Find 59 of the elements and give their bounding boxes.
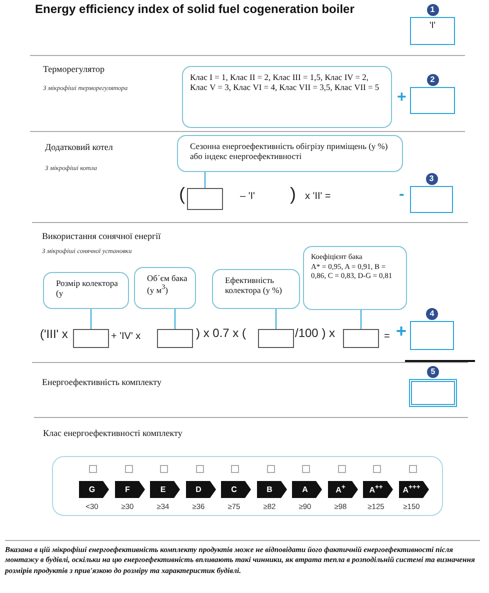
callout-box	[212, 269, 300, 309]
input-box	[73, 329, 109, 348]
formula-text: ('III' x	[40, 327, 68, 341]
leader-line	[204, 172, 206, 188]
formula-text: =	[384, 331, 390, 342]
number-badge: 4	[426, 308, 438, 320]
callout-box	[303, 246, 407, 310]
leader-line	[360, 310, 362, 330]
class-scale-panel	[52, 456, 443, 516]
callout-box	[43, 272, 129, 309]
result-box	[410, 321, 454, 350]
energy-class-tag: D	[186, 481, 216, 498]
input-box	[343, 329, 379, 348]
formula-text: x 'II' =	[305, 191, 331, 202]
section-heading: Терморегулятор	[43, 64, 104, 74]
section-heading: Енергоефективність комплекту	[42, 377, 162, 387]
section-heading: Використання сонячної енергії	[42, 231, 161, 241]
energy-class-tag: E	[150, 481, 180, 498]
callout-text: Сезонна енергоефективність обігрізу приміщень (у %) або індекс енергоефективності	[190, 141, 389, 162]
number-badge: 1	[426, 4, 438, 16]
section-heading: Додатковий котел	[45, 142, 113, 152]
number-badge: 3	[426, 173, 438, 185]
result-box: 'I'	[410, 17, 455, 45]
energy-class-tag: G	[79, 481, 109, 498]
energy-class-tag: A$^{++}$	[363, 481, 393, 498]
plus-sign: +	[396, 322, 407, 340]
input-box	[187, 188, 223, 210]
section-heading: Клас енергоефективності комплекту	[43, 428, 182, 438]
energy-class-tag: A	[292, 481, 322, 498]
energy-class-tag: F	[114, 481, 144, 498]
callout-box	[182, 66, 392, 128]
formula-text: /100 ) x	[295, 326, 336, 340]
title: Energy efficiency index of solid fuel cogeneration boiler	[35, 2, 354, 16]
result-box	[410, 186, 453, 213]
energy-class-tag: A$^{+}$	[328, 481, 358, 498]
plus-sign: +	[397, 90, 406, 106]
input-box	[157, 329, 193, 348]
energy-class-tag: B	[256, 481, 286, 498]
formula-text: + 'IV' x	[111, 331, 141, 342]
leader-line	[90, 308, 92, 330]
input-box	[258, 329, 294, 348]
number-badge: 5	[427, 366, 439, 378]
formula-text: – 'I'	[240, 191, 255, 202]
callout-text: Об΄єм бака (у м$^{3}$)	[147, 273, 188, 296]
number-badge: 2	[426, 74, 438, 86]
formula-text: )	[290, 184, 296, 205]
result-box	[409, 379, 457, 407]
formula-text: ) x 0.7 x (	[196, 326, 246, 340]
callout-text: Ефективність колектора (у %)	[225, 275, 283, 296]
callout-text: Клас I = 1, Клас II = 2, Клас III = 1,5, Клас IV = 2, Клас V = 3, Клас VI = 4, Клас VII = 3,5, Клас VII = 5	[190, 72, 380, 92]
formula-text: (	[179, 184, 185, 205]
callout-text: Розмір колектора (у	[56, 278, 119, 298]
callout-box	[177, 135, 403, 172]
callout-box	[134, 267, 196, 309]
minus-sign: -	[399, 187, 404, 203]
energy-class-tag: C	[221, 481, 251, 498]
energy-class-tag: A$^{+++}$	[398, 481, 428, 498]
leader-line	[174, 308, 176, 330]
result-box	[410, 87, 455, 114]
